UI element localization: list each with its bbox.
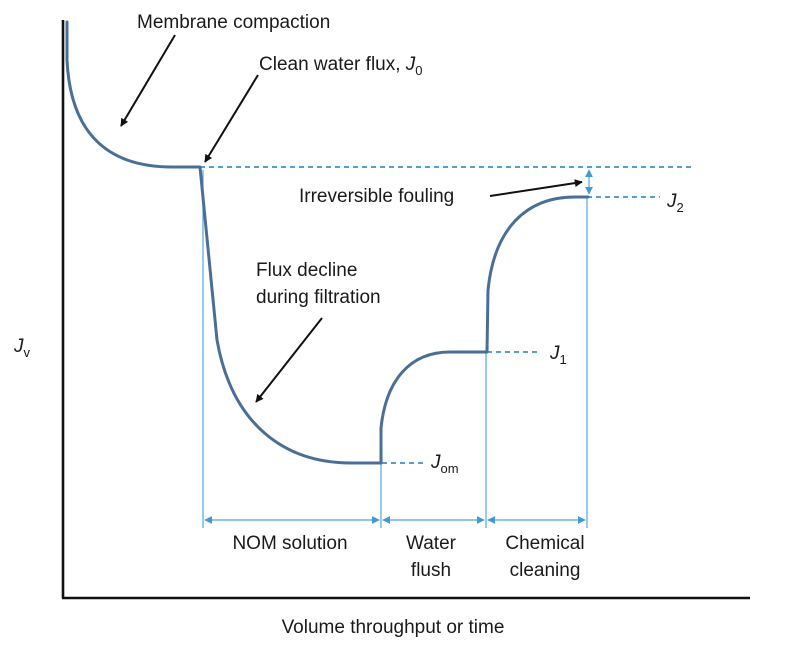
clean-water-flux-label: Clean water flux, J0 [259, 54, 423, 78]
flux-decline-pointer [255, 317, 323, 403]
flux-decline-label-line1: Flux decline [256, 260, 357, 281]
irreversible-fouling-pointer [489, 179, 583, 197]
jom-label: Jom [430, 452, 459, 476]
flux-decline-label-line2: during filtration [256, 287, 381, 308]
chemical-cleaning-label-line1: Chemical [505, 533, 584, 554]
water-flush-label-line1: Water [406, 533, 457, 554]
clean-water-flux-pointer [204, 74, 259, 163]
nom-solution-label: NOM solution [232, 533, 347, 554]
membrane-compaction-pointer [120, 34, 176, 127]
x-axis-label: Volume throughput or time [282, 617, 505, 638]
chemical-cleaning-label-line2: cleaning [510, 560, 581, 581]
flux-curve [65, 20, 590, 465]
membrane-compaction-label: Membrane compaction [137, 12, 330, 33]
water-flush-label-line2: flush [411, 560, 451, 581]
j2-label: J2 [666, 191, 684, 215]
j1-label: J1 [549, 343, 567, 367]
irreversible-fouling-label: Irreversible fouling [299, 186, 454, 207]
y-axis-label: Jv [13, 336, 31, 360]
